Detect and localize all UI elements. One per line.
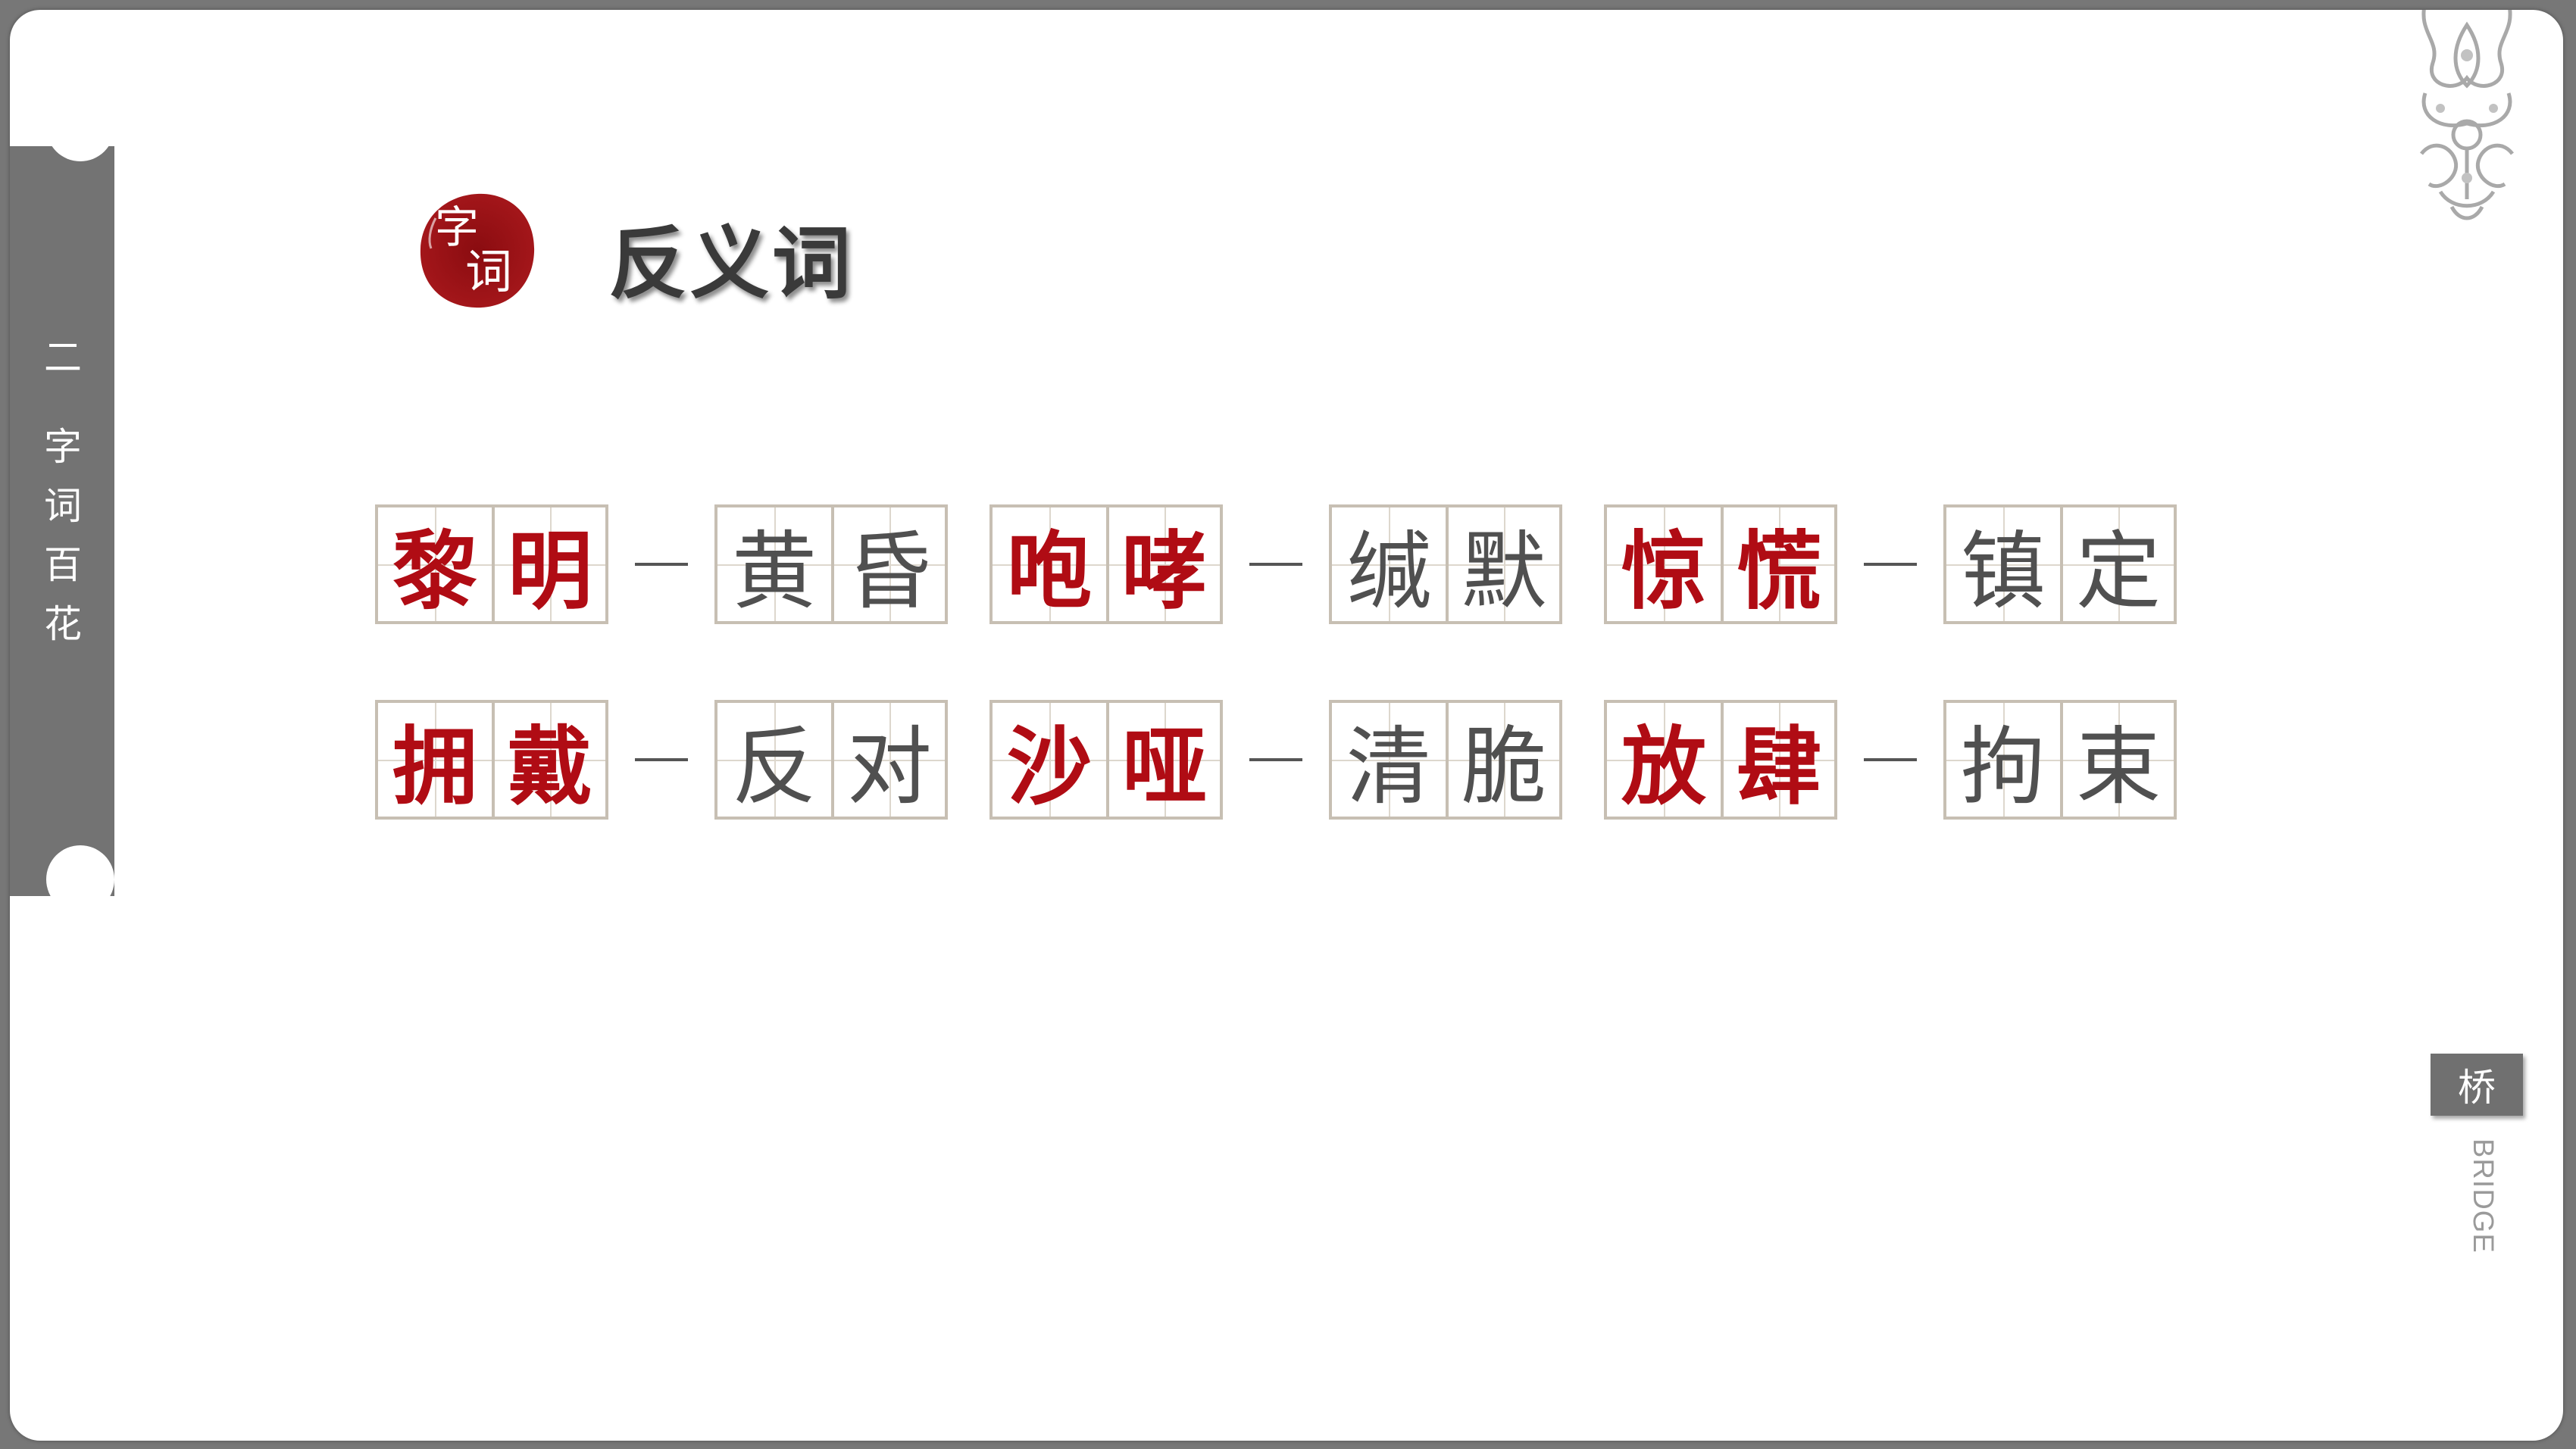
word-char: 明 [508,523,592,621]
chapter-number: 二 [44,336,82,379]
antonym-char: 拘 [1961,718,2046,817]
antonym-char: 反 [732,718,817,817]
chapter-char: 字 [44,425,82,469]
antonym-row: 拥 戴 反 对 沙 哑 清 脆 [375,695,2177,824]
chapter-sidebar-tab [10,146,114,896]
antonym-row: 黎 明 黄 昏 咆 哮 缄 默 [375,500,2177,629]
word-char: 咆 [1007,523,1092,621]
word-box: 惊 慌 [1604,504,1837,624]
word-char: 黎 [392,523,477,621]
lesson-title-badge: 桥 [2431,1054,2523,1116]
antonym-box: 清 脆 [1329,700,1562,820]
antonym-char: 昏 [847,523,932,621]
seal-icon: 字 词 [420,193,535,308]
chapter-char: 百 [44,543,82,587]
seal-char: 字 [435,201,479,253]
dash-separator [608,758,714,761]
antonym-char: 脆 [1462,718,1546,817]
page-title: 反义词 [608,217,855,310]
antonym-char: 束 [2076,718,2161,817]
word-char: 戴 [508,718,592,817]
sidebar-notch-bottom [46,845,114,913]
dash-separator [1837,758,1943,761]
word-box: 沙 哑 [989,700,1223,820]
antonym-box: 缄 默 [1329,504,1562,624]
chapter-label: 二 字 词 百 花 [40,328,86,654]
word-char: 慌 [1737,523,1821,621]
antonym-char: 定 [2076,523,2161,621]
word-char: 沙 [1007,718,1092,817]
chapter-char: 花 [44,602,82,646]
slide-page: 二 字 词 百 花 [10,10,2563,1441]
antonym-pair: 沙 哑 清 脆 [989,700,1562,820]
dash-separator [1223,758,1329,761]
word-box: 放 肆 [1604,700,1837,820]
word-char: 放 [1621,718,1706,817]
antonym-char: 对 [847,718,932,817]
antonym-char: 缄 [1346,523,1431,621]
chapter-char: 词 [44,484,82,528]
word-char: 哑 [1122,718,1207,817]
antonym-box: 黄 昏 [714,504,948,624]
word-box: 黎 明 [375,504,608,624]
antonym-char: 黄 [732,523,817,621]
word-char: 哮 [1122,523,1207,621]
antonym-pair: 咆 哮 缄 默 [989,504,1562,624]
sidebar-notch-top [46,93,114,161]
word-char: 拥 [392,718,477,817]
word-char: 肆 [1737,718,1821,817]
word-box: 拥 戴 [375,700,608,820]
antonym-box: 镇 定 [1943,504,2177,624]
seal-char: 词 [465,244,512,299]
lesson-title-english: BRIDGE [2467,1138,2499,1254]
antonym-char: 镇 [1961,523,2046,621]
dash-separator [1223,563,1329,566]
antonym-grid: 黎 明 黄 昏 咆 哮 缄 默 [375,500,2177,891]
antonym-pair: 放 肆 拘 束 [1604,700,2177,820]
antonym-box: 反 对 [714,700,948,820]
antonym-pair: 黎 明 黄 昏 [375,504,948,624]
antonym-char: 清 [1346,718,1431,817]
word-char: 惊 [1621,523,1706,621]
antonym-box: 拘 束 [1943,700,2177,820]
dash-separator [608,563,714,566]
dash-separator [1837,563,1943,566]
antonym-char: 默 [1462,523,1546,621]
antonym-pair: 拥 戴 反 对 [375,700,948,820]
ornament-icon [2420,10,2514,220]
word-box: 咆 哮 [989,504,1223,624]
antonym-pair: 惊 慌 镇 定 [1604,504,2177,624]
